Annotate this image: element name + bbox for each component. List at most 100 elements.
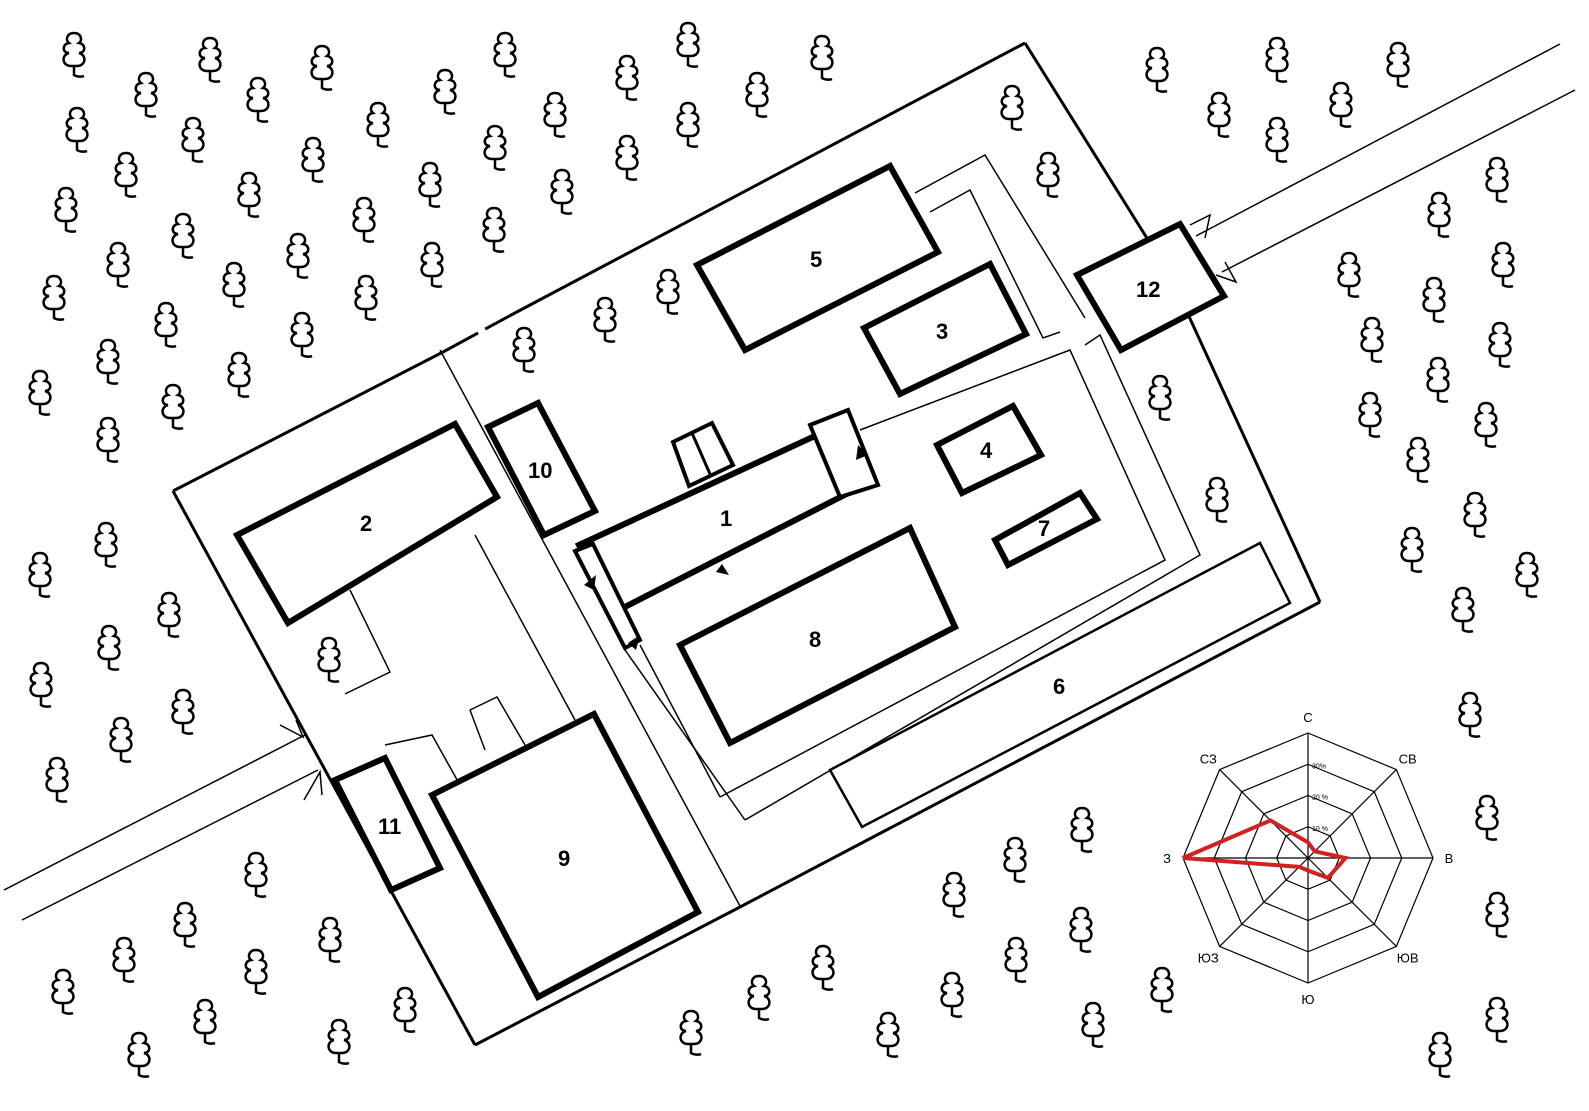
tree-icon xyxy=(1205,476,1229,523)
tree-icon xyxy=(193,998,217,1045)
tree-icon xyxy=(1422,276,1446,323)
building-label-10: 10 xyxy=(528,458,552,483)
tree-icon xyxy=(154,301,178,348)
tree-icon xyxy=(171,212,195,259)
tree-icon xyxy=(1360,316,1384,363)
tree-icon xyxy=(106,241,130,288)
tree-icon xyxy=(96,338,120,385)
tree-icon xyxy=(1150,966,1174,1013)
building-7[interactable] xyxy=(990,489,1102,570)
building-6[interactable] xyxy=(828,541,1292,829)
building-10[interactable] xyxy=(483,399,600,539)
tree-icon xyxy=(317,636,341,683)
tree-icon xyxy=(1458,691,1482,738)
tree-icon xyxy=(1428,1031,1452,1078)
building-1-west-annex xyxy=(572,541,643,651)
tree-icon xyxy=(593,296,617,343)
tree-icon xyxy=(181,116,205,163)
building-9[interactable] xyxy=(427,710,703,1002)
tree-icon xyxy=(318,916,342,963)
tree-icon xyxy=(679,1009,703,1056)
building-5[interactable] xyxy=(692,162,943,354)
tree-icon xyxy=(290,311,314,358)
internal-roads xyxy=(344,154,1201,907)
tree-icon xyxy=(433,68,457,115)
tree-icon xyxy=(1491,241,1515,288)
buildings xyxy=(232,162,1292,1002)
tree-icon xyxy=(1488,321,1512,368)
tree-icon xyxy=(157,591,181,638)
tree-icon xyxy=(51,968,75,1015)
tree-icon xyxy=(942,871,966,918)
building-label-3: 3 xyxy=(936,319,948,344)
tree-icon xyxy=(109,716,133,763)
tree-icon xyxy=(1451,586,1475,633)
wind-rose-spoke xyxy=(1219,857,1309,947)
building-12[interactable] xyxy=(1072,220,1229,354)
tree-icon xyxy=(418,161,442,208)
tree-icon xyxy=(393,986,417,1033)
tree-icon xyxy=(1515,551,1539,598)
tree-icon xyxy=(237,171,261,218)
building-label-11: 11 xyxy=(378,814,401,839)
building-label-12: 12 xyxy=(1136,277,1160,302)
tree-icon xyxy=(876,1011,900,1058)
tree-icon xyxy=(354,274,378,321)
building-label-2: 2 xyxy=(360,511,372,536)
tree-icon xyxy=(1427,191,1451,238)
building-11[interactable] xyxy=(330,754,445,894)
tree-icon xyxy=(1406,436,1430,483)
tree-icon xyxy=(352,196,376,243)
tree-icon xyxy=(1004,936,1028,983)
tree-icon xyxy=(1145,46,1169,93)
tree-icon xyxy=(1265,116,1289,163)
building-2[interactable] xyxy=(232,420,502,628)
building-label-4: 4 xyxy=(980,438,993,463)
tree-icon xyxy=(62,31,86,78)
tree-icon xyxy=(114,151,138,198)
tree-icon xyxy=(1000,84,1024,131)
tree-icon xyxy=(1329,81,1353,128)
building-4[interactable] xyxy=(932,402,1046,497)
tree-icon xyxy=(1485,891,1509,938)
tree-icon xyxy=(1400,526,1424,573)
building-1-east-annex xyxy=(807,407,881,500)
tree-icon xyxy=(1070,806,1094,853)
tree-icon xyxy=(745,71,769,118)
wind-rose-ring-label: 20 % xyxy=(1312,795,1328,802)
tree-icon xyxy=(171,688,195,735)
tree-icon xyxy=(810,34,834,81)
tree-icon xyxy=(244,851,268,898)
tree-icon xyxy=(1337,251,1361,298)
building-8[interactable] xyxy=(675,523,959,748)
wind-rose-direction-label: СЗ xyxy=(1200,751,1217,766)
building-label-1: 1 xyxy=(720,506,732,531)
tree-icon xyxy=(1081,1001,1105,1048)
tree-icon xyxy=(134,71,158,118)
tree-icon xyxy=(65,106,89,153)
trees-layer xyxy=(28,21,1539,1078)
tree-icon xyxy=(112,936,136,983)
road xyxy=(3,43,1576,921)
wind-rose-direction-label: С xyxy=(1303,710,1312,725)
building-3[interactable] xyxy=(859,259,1031,398)
tree-icon xyxy=(1475,794,1499,841)
wind-rose-direction-label: В xyxy=(1445,851,1454,866)
tree-icon xyxy=(29,661,53,708)
tree-icon xyxy=(246,76,270,123)
wind-rose-ring-label: 10 % xyxy=(1312,826,1328,833)
tree-icon xyxy=(512,326,536,373)
wind-rose-ring-label: 30% xyxy=(1312,763,1326,770)
building-label-6: 6 xyxy=(1053,674,1065,699)
tree-icon xyxy=(1358,391,1382,438)
tree-icon xyxy=(482,206,506,253)
tree-icon xyxy=(244,948,268,995)
tree-icon xyxy=(1463,491,1487,538)
tree-icon xyxy=(676,101,700,148)
tree-icon xyxy=(42,274,66,321)
tree-icon xyxy=(1069,906,1093,953)
tree-icon xyxy=(1265,36,1289,83)
tree-icon xyxy=(483,124,507,171)
